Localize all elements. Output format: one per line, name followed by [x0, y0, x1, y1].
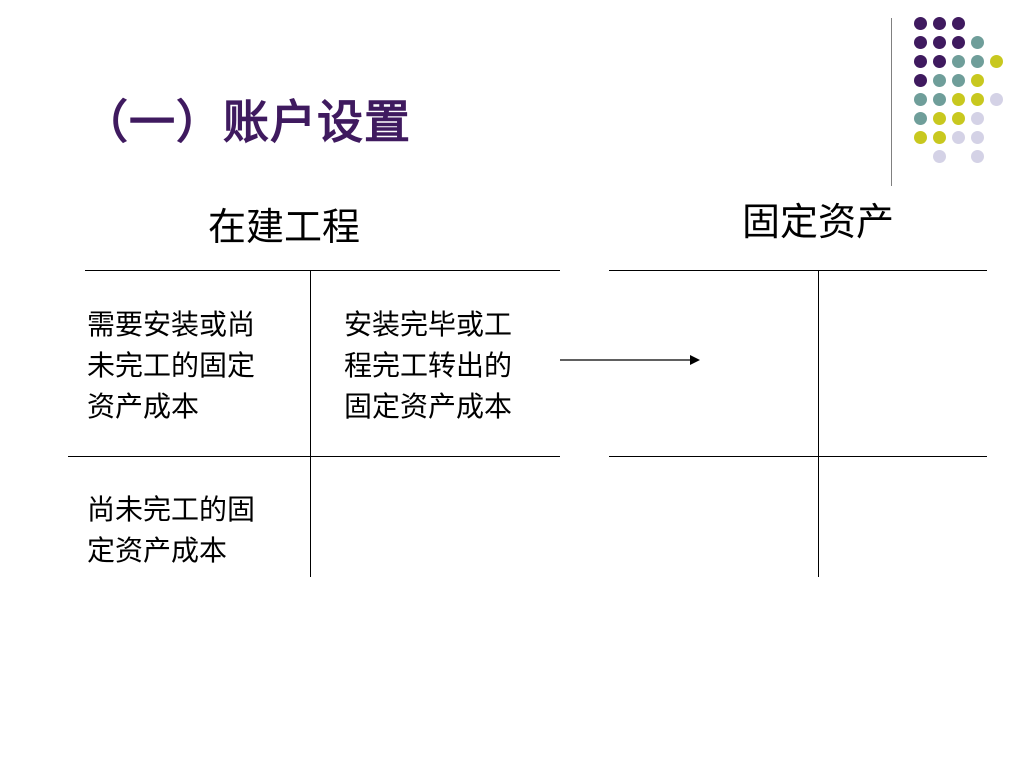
text-line: 需要安装或尚	[87, 308, 256, 341]
decorative-dot	[913, 130, 927, 144]
text-line: 未完工的固定	[87, 349, 256, 382]
decorative-dot	[913, 73, 927, 87]
text-line: 资产成本	[87, 390, 200, 423]
decorative-dot	[932, 92, 946, 106]
decorative-dot	[970, 130, 984, 144]
text-line: 固定资产成本	[344, 390, 513, 423]
decorative-dot	[951, 111, 965, 125]
decorative-dot	[951, 35, 965, 49]
decorative-dot	[970, 73, 984, 87]
t-account-top-line-right	[609, 270, 987, 271]
decorative-dot	[989, 54, 1003, 68]
t-account-mid-line-right	[609, 456, 987, 457]
text-line: 安装完毕或工	[344, 308, 513, 341]
t-account-divider-right	[818, 270, 819, 577]
decorative-dot	[970, 92, 984, 106]
decorative-dot	[970, 54, 984, 68]
slide-title: （一）账户设置	[82, 95, 411, 149]
decorative-dot	[932, 54, 946, 68]
decorative-dot	[951, 92, 965, 106]
decorative-dot	[970, 111, 984, 125]
text-line: 尚未完工的固	[87, 493, 256, 526]
decorative-dot	[932, 73, 946, 87]
t-account-top-line-left	[85, 270, 560, 271]
decorative-dot	[913, 54, 927, 68]
decorative-dot	[951, 16, 965, 30]
decorative-dot	[932, 149, 946, 163]
right-arrow-icon	[560, 355, 700, 365]
account-name-construction: 在建工程	[208, 205, 361, 249]
decorative-dot-grid	[0, 0, 1024, 200]
debit-cell-row2: 尚未完工的固 定资产成本	[87, 489, 255, 571]
decorative-dot	[913, 16, 927, 30]
decorative-dot	[913, 92, 927, 106]
decorative-dot	[932, 130, 946, 144]
account-name-fixed-assets: 固定资产	[742, 200, 895, 244]
decorative-dot	[951, 54, 965, 68]
text-line: 程完工转出的	[344, 349, 513, 382]
decorative-dot	[913, 35, 927, 49]
t-account-divider-left	[310, 270, 311, 577]
decorative-dot	[951, 73, 965, 87]
decorative-dot	[970, 149, 984, 163]
decorative-dot	[970, 35, 984, 49]
decorative-dot	[951, 130, 965, 144]
decorative-dot	[913, 111, 927, 125]
credit-cell-row1: 安装完毕或工 程完工转出的 固定资产成本	[344, 304, 512, 427]
t-account-mid-line-left	[68, 456, 560, 457]
decorative-dot	[932, 16, 946, 30]
decorative-vertical-line	[891, 18, 892, 186]
decorative-dot	[932, 111, 946, 125]
text-line: 定资产成本	[87, 534, 228, 567]
debit-cell-row1: 需要安装或尚 未完工的固定 资产成本	[87, 304, 255, 427]
decorative-dot	[989, 92, 1003, 106]
decorative-dot	[932, 35, 946, 49]
